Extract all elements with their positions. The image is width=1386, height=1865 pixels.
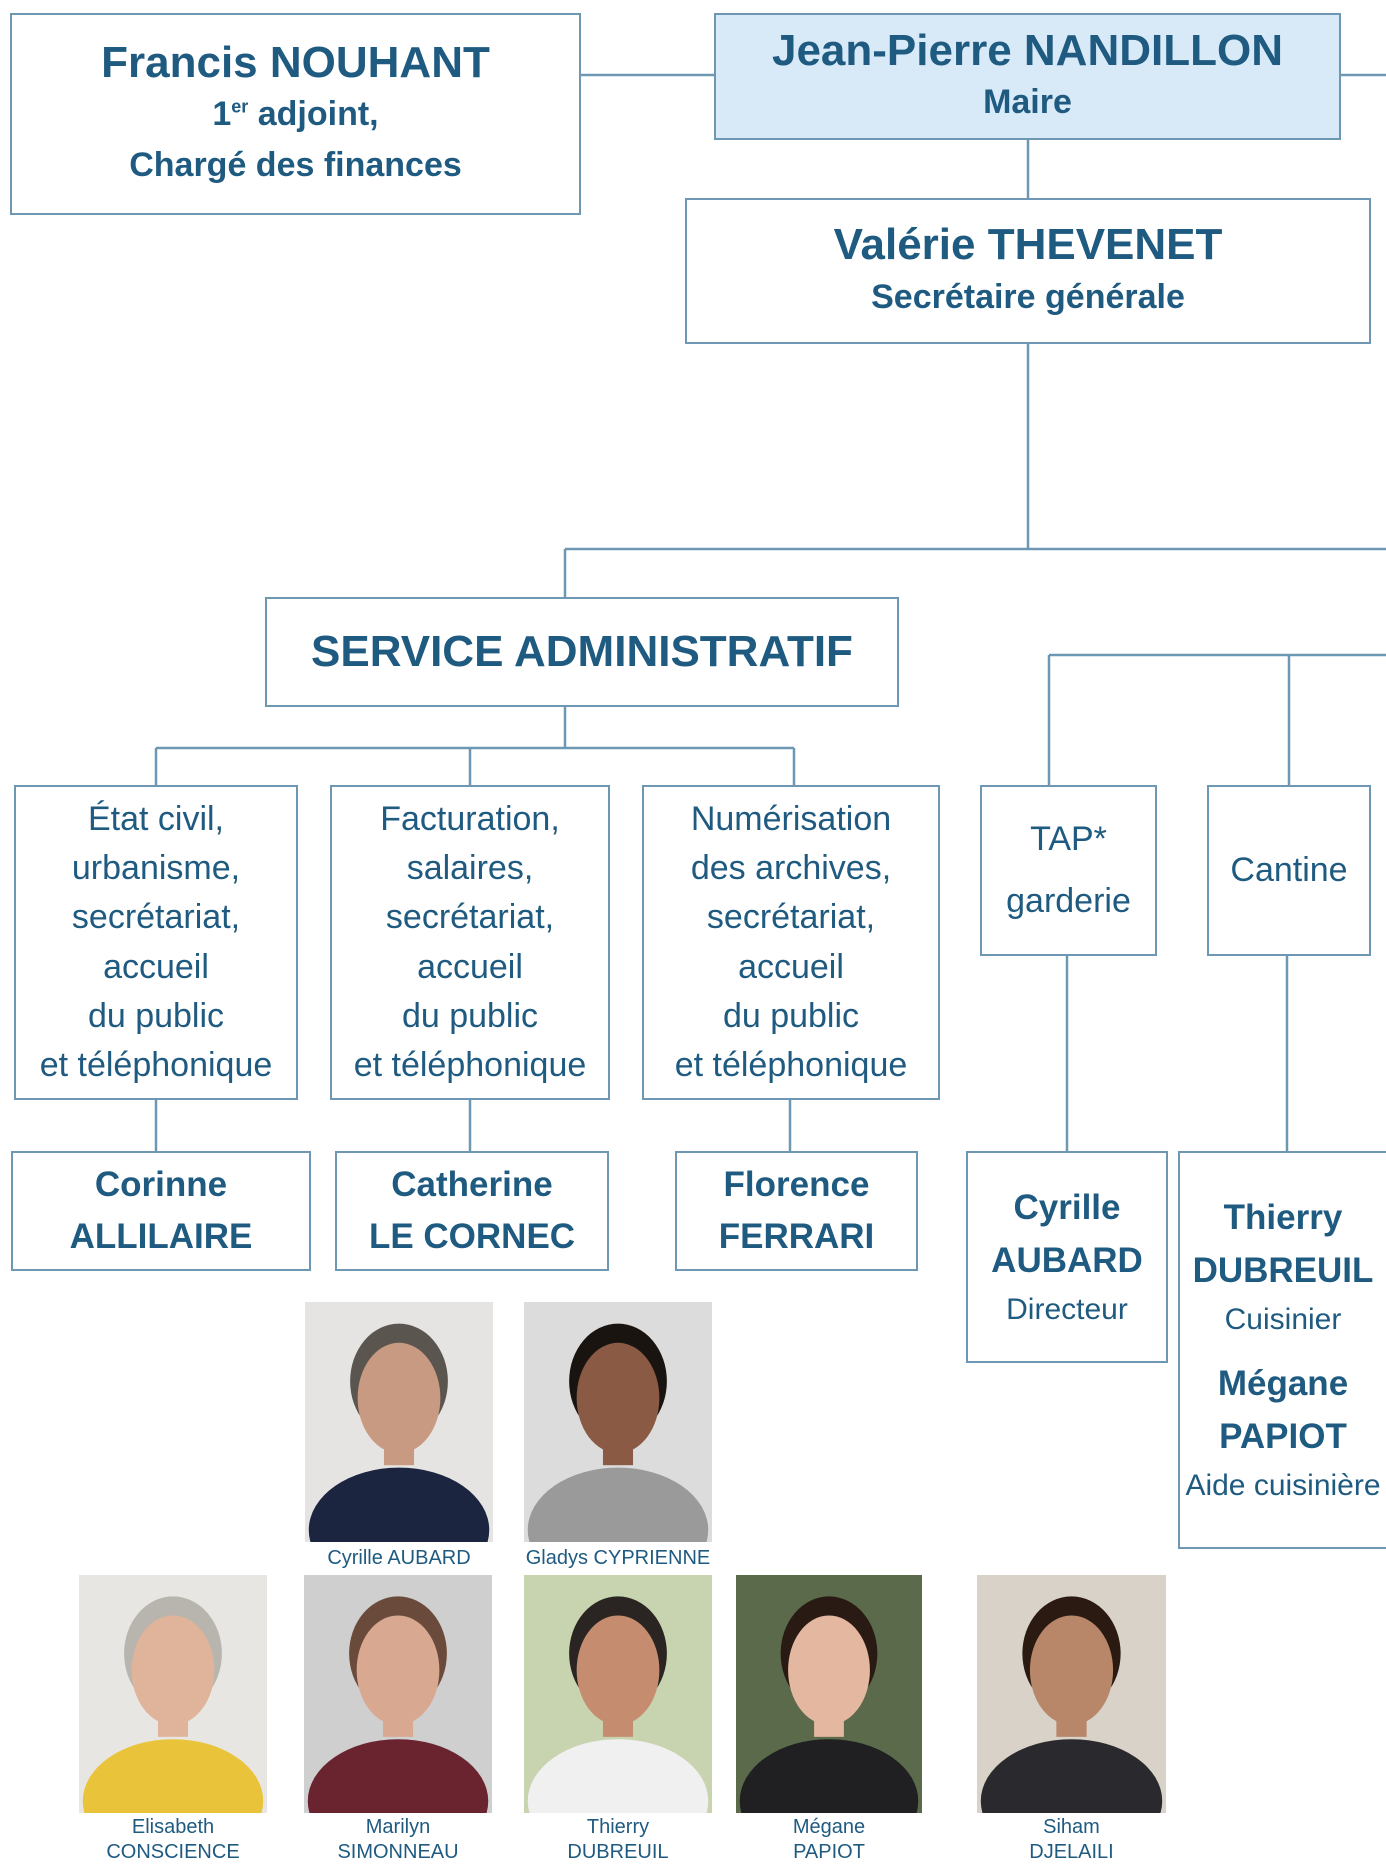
cantine-staff-box: Thierry DUBREUIL Cuisinier Mégane PAPIOT… bbox=[1178, 1151, 1386, 1549]
duty-line: État civil, bbox=[87, 799, 225, 838]
staff-first: Thierry bbox=[1223, 1198, 1343, 1237]
staff-first: Florence bbox=[723, 1164, 870, 1204]
tap-line1: TAP* bbox=[1030, 820, 1107, 859]
duty-line: secrétariat, bbox=[706, 898, 876, 937]
staff-last: LE CORNEC bbox=[368, 1217, 576, 1256]
secretary-name: Valérie THEVENET bbox=[833, 220, 1223, 270]
duty-line: accueil bbox=[417, 947, 523, 986]
adjoint-role: 1er adjoint, bbox=[212, 95, 379, 134]
duty-line: du public bbox=[401, 996, 539, 1035]
service-title: SERVICE ADMINISTRATIF bbox=[311, 626, 853, 676]
duty-line: et téléphonique bbox=[353, 1046, 587, 1085]
adjoint-role2: Chargé des finances bbox=[129, 146, 462, 185]
duty-line: secrétariat, bbox=[71, 898, 241, 937]
photo-caption: Cyrille AUBARD bbox=[327, 1547, 471, 1569]
staff-photo bbox=[304, 1575, 492, 1813]
staff-photo bbox=[977, 1575, 1166, 1813]
staff-photo bbox=[79, 1575, 267, 1813]
duty-line: salaires, bbox=[406, 848, 534, 887]
secretary-box: Valérie THEVENET Secrétaire générale bbox=[685, 198, 1371, 344]
staff-photo bbox=[524, 1302, 712, 1542]
admin-staff-box-3: Florence FERRARI bbox=[675, 1151, 918, 1271]
admin-staff-box-1: Corinne ALLILAIRE bbox=[11, 1151, 311, 1271]
staff-last: FERRARI bbox=[718, 1217, 875, 1256]
duty-line: et téléphonique bbox=[674, 1046, 908, 1085]
duty-line: Numérisation bbox=[690, 799, 892, 838]
service-administratif-box: SERVICE ADMINISTRATIF bbox=[265, 597, 899, 707]
duty-line: urbanisme, bbox=[71, 848, 241, 887]
adjoint-box: Francis NOUHANT 1er adjoint, Chargé des … bbox=[10, 13, 581, 215]
admin-duty-box-1: État civil, urbanisme, secrétariat, accu… bbox=[14, 785, 298, 1100]
mayor-box: Jean-Pierre NANDILLON Maire bbox=[714, 13, 1341, 140]
cantine-label: Cantine bbox=[1230, 850, 1348, 889]
tap-box: TAP* garderie bbox=[980, 785, 1157, 956]
staff-role: Directeur bbox=[1006, 1293, 1128, 1326]
staff-role: Cuisinier bbox=[1224, 1303, 1342, 1336]
duty-line: accueil bbox=[738, 947, 844, 986]
mayor-name: Jean-Pierre NANDILLON bbox=[771, 25, 1283, 75]
staff-photo bbox=[524, 1575, 712, 1813]
tap-staff-box: Cyrille AUBARD Directeur bbox=[966, 1151, 1168, 1363]
duty-line: accueil bbox=[103, 947, 209, 986]
staff-first: Cyrille bbox=[1013, 1188, 1121, 1227]
photo-caption: Gladys CYPRIENNE bbox=[525, 1547, 711, 1569]
duty-line: des archives, bbox=[690, 848, 892, 887]
duty-line: Facturation, bbox=[380, 799, 560, 838]
cantine-box: Cantine bbox=[1207, 785, 1371, 956]
admin-duty-box-2: Facturation, salaires, secrétariat, accu… bbox=[330, 785, 610, 1100]
secretary-role: Secrétaire générale bbox=[871, 277, 1185, 316]
staff-first: Catherine bbox=[391, 1164, 553, 1204]
adjoint-name: Francis NOUHANT bbox=[101, 37, 490, 87]
staff-photo bbox=[736, 1575, 922, 1813]
duty-line: secrétariat, bbox=[385, 898, 555, 937]
staff-first: Corinne bbox=[94, 1164, 228, 1204]
admin-staff-box-2: Catherine LE CORNEC bbox=[335, 1151, 609, 1271]
staff-photo bbox=[305, 1302, 493, 1542]
duty-line: du public bbox=[87, 996, 225, 1035]
staff-last: DUBREUIL bbox=[1192, 1250, 1374, 1290]
staff-first: Mégane bbox=[1217, 1364, 1349, 1403]
mayor-role: Maire bbox=[983, 83, 1072, 122]
staff-role: Aide cuisinière bbox=[1185, 1469, 1381, 1502]
duty-line: du public bbox=[722, 996, 860, 1035]
staff-last: AUBARD bbox=[991, 1240, 1143, 1280]
staff-last: ALLILAIRE bbox=[69, 1217, 253, 1256]
tap-line2: garderie bbox=[1006, 881, 1131, 920]
duty-line: et téléphonique bbox=[39, 1046, 273, 1085]
admin-duty-box-3: Numérisation des archives, secrétariat, … bbox=[642, 785, 940, 1100]
staff-last: PAPIOT bbox=[1219, 1416, 1347, 1456]
